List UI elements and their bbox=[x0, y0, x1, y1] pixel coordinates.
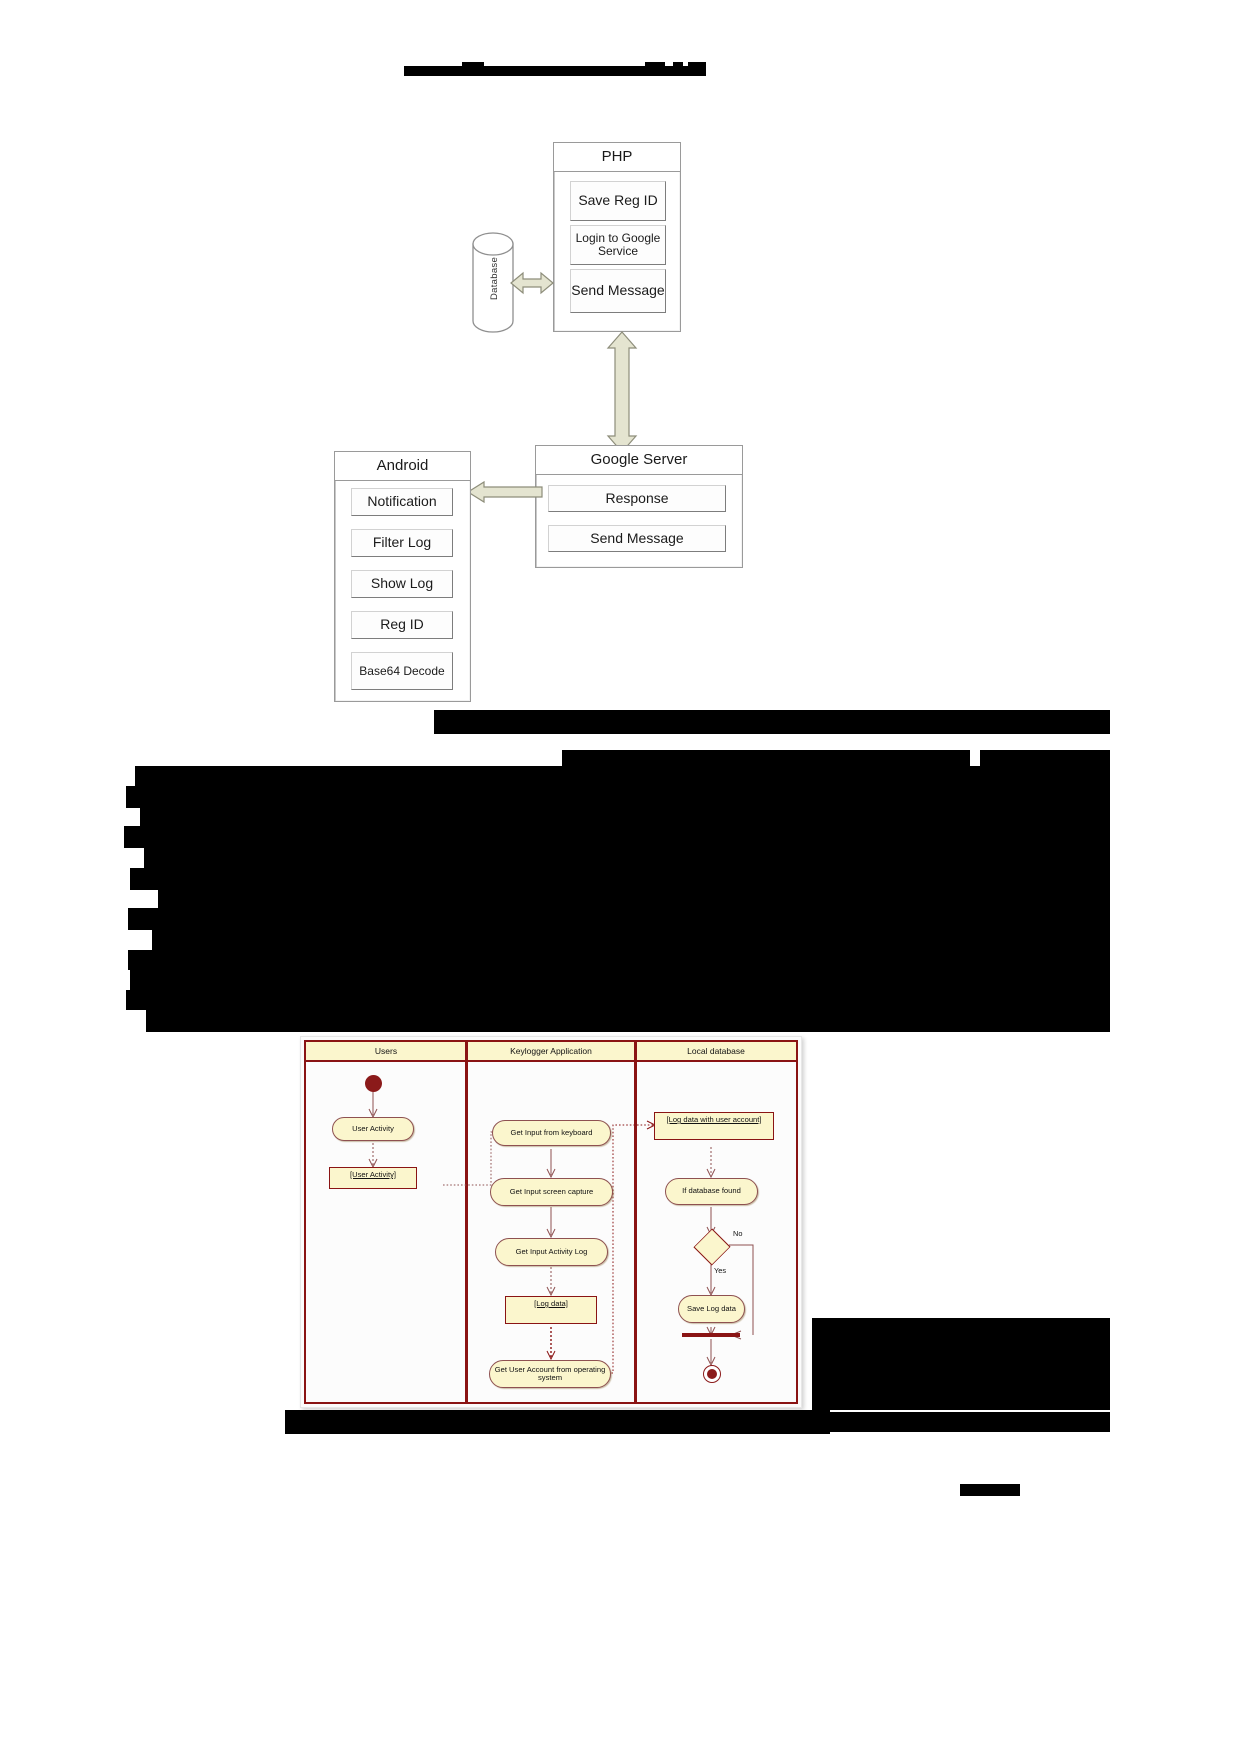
google-server-item-response[interactable]: Response bbox=[548, 485, 726, 512]
php-item-save-reg-id[interactable]: Save Reg ID bbox=[570, 181, 666, 221]
redacted-text-line-13 bbox=[146, 1010, 1110, 1032]
redacted-text-line-6 bbox=[130, 868, 980, 890]
activity-node-if-database-found[interactable]: If database found bbox=[665, 1178, 758, 1205]
redacted-title-bar-1 bbox=[404, 66, 706, 76]
redacted-text-block-right bbox=[980, 750, 1110, 970]
activity-end-node bbox=[703, 1365, 721, 1383]
redacted-title-bar-5 bbox=[688, 62, 706, 68]
android-component-box: Android Notification Filter Log Show Log… bbox=[334, 451, 471, 702]
connector-google-server-android bbox=[466, 480, 543, 504]
activity-note-log-data: [Log data] bbox=[505, 1296, 597, 1324]
android-item-show-log[interactable]: Show Log bbox=[351, 570, 453, 598]
redacted-text-line-1 bbox=[135, 766, 980, 786]
android-item-reg-id[interactable]: Reg ID bbox=[351, 611, 453, 639]
activity-node-get-input-activity-log[interactable]: Get Input Activity Log bbox=[495, 1238, 608, 1266]
php-component-box: PHP Save Reg ID Login to Google Service … bbox=[553, 142, 681, 332]
php-item-login-to-google-service[interactable]: Login to Google Service bbox=[570, 225, 666, 265]
activity-note-user-activity-label: [User Activity] bbox=[350, 1170, 396, 1179]
connector-php-google-server bbox=[606, 331, 638, 453]
activity-note-log-data-label: [Log data] bbox=[534, 1299, 568, 1308]
redacted-title-bar-3 bbox=[645, 62, 665, 68]
lane-divider-1 bbox=[465, 1042, 468, 1404]
activity-label-no: No bbox=[733, 1229, 743, 1238]
google-server-component-box: Google Server Response Send Message bbox=[535, 445, 743, 568]
database-cylinder-icon bbox=[470, 230, 516, 335]
redacted-title-bar-4 bbox=[673, 62, 683, 68]
lane-header-local-database: Local database bbox=[636, 1042, 796, 1062]
lane-header-keylogger-application: Keylogger Application bbox=[467, 1042, 635, 1062]
redacted-bottom-block-1 bbox=[812, 1318, 1110, 1410]
activity-node-get-input-from-keyboard[interactable]: Get Input from keyboard bbox=[492, 1120, 611, 1146]
android-item-base64-decode[interactable]: Base64 Decode bbox=[351, 652, 453, 690]
activity-note-log-data-with-user-account: [Log data with user account] bbox=[654, 1112, 774, 1140]
redacted-text-line-11 bbox=[130, 970, 1110, 990]
activity-node-get-user-account[interactable]: Get User Account from operating system bbox=[489, 1360, 611, 1388]
activity-node-user-activity[interactable]: User Activity bbox=[332, 1117, 414, 1141]
activity-note-user-activity: [User Activity] bbox=[329, 1167, 417, 1189]
redacted-title-bar-2 bbox=[462, 62, 484, 68]
database-label: Database bbox=[489, 256, 500, 300]
google-server-box-title: Google Server bbox=[536, 446, 742, 475]
google-server-item-send-message[interactable]: Send Message bbox=[548, 525, 726, 552]
activity-start-node bbox=[365, 1075, 382, 1092]
redacted-text-line-2 bbox=[126, 786, 980, 808]
android-item-filter-log[interactable]: Filter Log bbox=[351, 529, 453, 557]
lane-header-users: Users bbox=[306, 1042, 466, 1062]
php-box-title: PHP bbox=[554, 143, 680, 172]
activity-label-yes: Yes bbox=[714, 1266, 727, 1275]
redacted-text-line-3 bbox=[140, 808, 980, 826]
redacted-text-line-10 bbox=[128, 950, 980, 970]
redacted-caption-line bbox=[434, 710, 1110, 734]
lane-divider-2 bbox=[634, 1042, 637, 1404]
activity-merge-bar bbox=[682, 1333, 740, 1337]
redacted-text-line-9 bbox=[152, 930, 980, 950]
android-item-notification[interactable]: Notification bbox=[351, 488, 453, 516]
redacted-bottom-line-2 bbox=[285, 1412, 1110, 1432]
redacted-page-number bbox=[960, 1484, 1020, 1496]
activity-node-save-log-data[interactable]: Save Log data bbox=[678, 1295, 745, 1323]
keylogger-activity-diagram: Users Keylogger Application Local databa… bbox=[300, 1036, 802, 1408]
redacted-text-line-4 bbox=[124, 826, 980, 848]
activity-note-log-data-with-user-account-label: [Log data with user account] bbox=[666, 1115, 762, 1124]
system-architecture-diagram: PHP Save Reg ID Login to Google Service … bbox=[0, 120, 1240, 720]
php-item-send-message[interactable]: Send Message bbox=[570, 269, 666, 313]
activity-node-get-input-screen-capture[interactable]: Get Input screen capture bbox=[490, 1178, 613, 1206]
redacted-text-line-7 bbox=[158, 890, 980, 908]
activity-diagram-frame bbox=[304, 1040, 798, 1404]
redacted-text-line-12 bbox=[126, 990, 1110, 1010]
redacted-text-line-8 bbox=[128, 908, 980, 930]
redacted-text-line-5 bbox=[144, 848, 980, 868]
android-box-title: Android bbox=[335, 452, 470, 481]
